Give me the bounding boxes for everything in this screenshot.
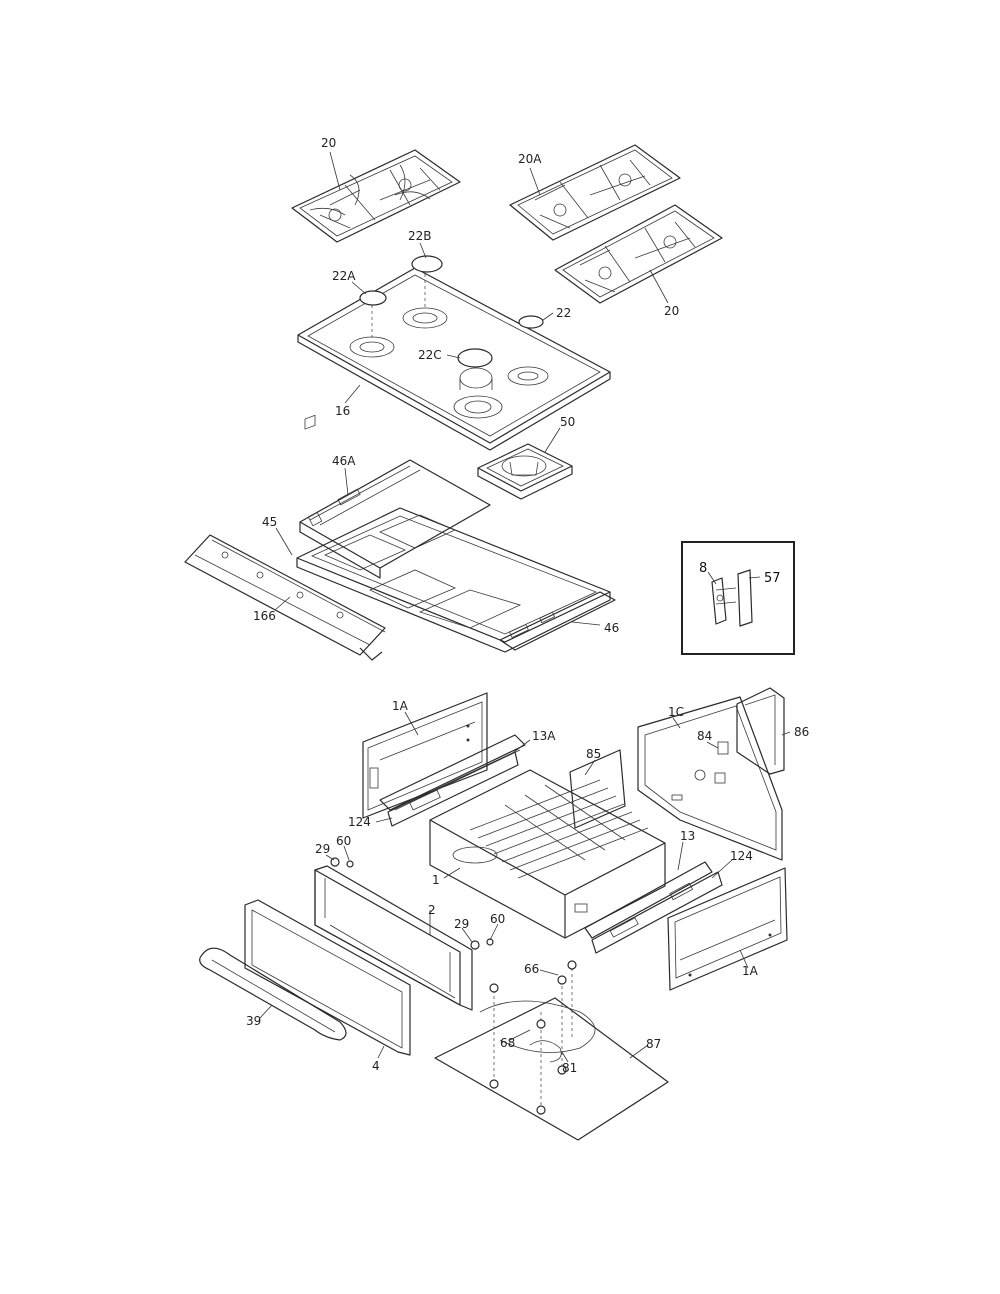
label-side-1a-bottom: 1A xyxy=(742,964,759,978)
label-cover-86: 86 xyxy=(794,725,809,739)
drawer-front-2 xyxy=(314,865,473,1011)
label-rail-166: 166 xyxy=(253,609,276,623)
label-rail-45: 45 xyxy=(262,515,277,529)
label-rail-46: 46 xyxy=(604,621,619,635)
back-panel-1c xyxy=(637,696,783,861)
inset-detail-box xyxy=(681,541,795,655)
label-screw-29-right: 29 xyxy=(454,917,469,931)
label-drawer-85: 85 xyxy=(586,747,601,761)
side-panel-1a-bottom xyxy=(667,867,788,991)
label-slide-13a: 13A xyxy=(532,729,556,743)
bracket-46a xyxy=(299,459,491,579)
label-inset-8: 8 xyxy=(699,561,707,576)
label-grate-right-top: 20A xyxy=(518,152,542,166)
label-part-84: 84 xyxy=(697,729,712,743)
grate-right-bottom xyxy=(554,204,723,304)
label-slide-13: 13 xyxy=(680,829,695,843)
label-bottom-68: 68 xyxy=(500,1036,515,1050)
label-bracket-46a: 46A xyxy=(332,454,356,468)
label-cap-22c: 22C xyxy=(418,348,442,362)
label-drawer-1: 1 xyxy=(432,873,440,887)
label-bottom-66: 66 xyxy=(524,962,539,976)
burner-caps xyxy=(359,255,544,368)
label-inset-57: 57 xyxy=(764,571,781,586)
label-slide-124-right: 124 xyxy=(730,849,753,863)
label-screw-60-left: 60 xyxy=(336,834,351,848)
fasteners xyxy=(330,857,577,1115)
rail-46 xyxy=(499,591,616,651)
rail-166 xyxy=(184,534,386,661)
burner-tray xyxy=(296,414,611,653)
label-screw-60-right: 60 xyxy=(490,912,505,926)
side-panel-1a-top xyxy=(362,692,488,819)
label-cap-22: 22 xyxy=(556,306,571,320)
handle-39 xyxy=(199,947,347,1041)
label-grate-right-bottom: 20 xyxy=(664,304,679,318)
slide-13-right xyxy=(584,861,723,954)
label-cooktop: 16 xyxy=(335,404,350,418)
label-front-2: 2 xyxy=(428,903,436,917)
bottom-plate-87 xyxy=(434,997,669,1141)
label-handle-39: 39 xyxy=(246,1014,261,1028)
label-bottom-81: 81 xyxy=(562,1061,577,1075)
burner-box xyxy=(477,443,573,500)
label-slide-124-left: 124 xyxy=(348,815,371,829)
label-cap-22a: 22A xyxy=(332,269,356,283)
label-cap-22b: 22B xyxy=(408,229,432,243)
grate-right-top xyxy=(509,144,681,241)
slide-13a xyxy=(379,734,526,827)
panel-4 xyxy=(244,899,411,1056)
label-bottom-87: 87 xyxy=(646,1037,661,1051)
grate-left xyxy=(291,149,461,243)
label-screw-29-left: 29 xyxy=(315,842,330,856)
leader-lines xyxy=(259,151,791,1063)
label-side-1a-top: 1A xyxy=(392,699,409,713)
label-panel-4: 4 xyxy=(372,1059,380,1073)
drawer-box xyxy=(429,749,666,939)
label-grate-left: 20 xyxy=(321,136,336,150)
label-burner-box: 50 xyxy=(560,415,575,429)
callout-labels: 20 20A 20 22B 22A 22 22C 16 46A 50 45 16… xyxy=(246,136,809,1075)
cover-86-right xyxy=(736,687,785,775)
label-back-panel-1c: 1C xyxy=(668,705,684,719)
